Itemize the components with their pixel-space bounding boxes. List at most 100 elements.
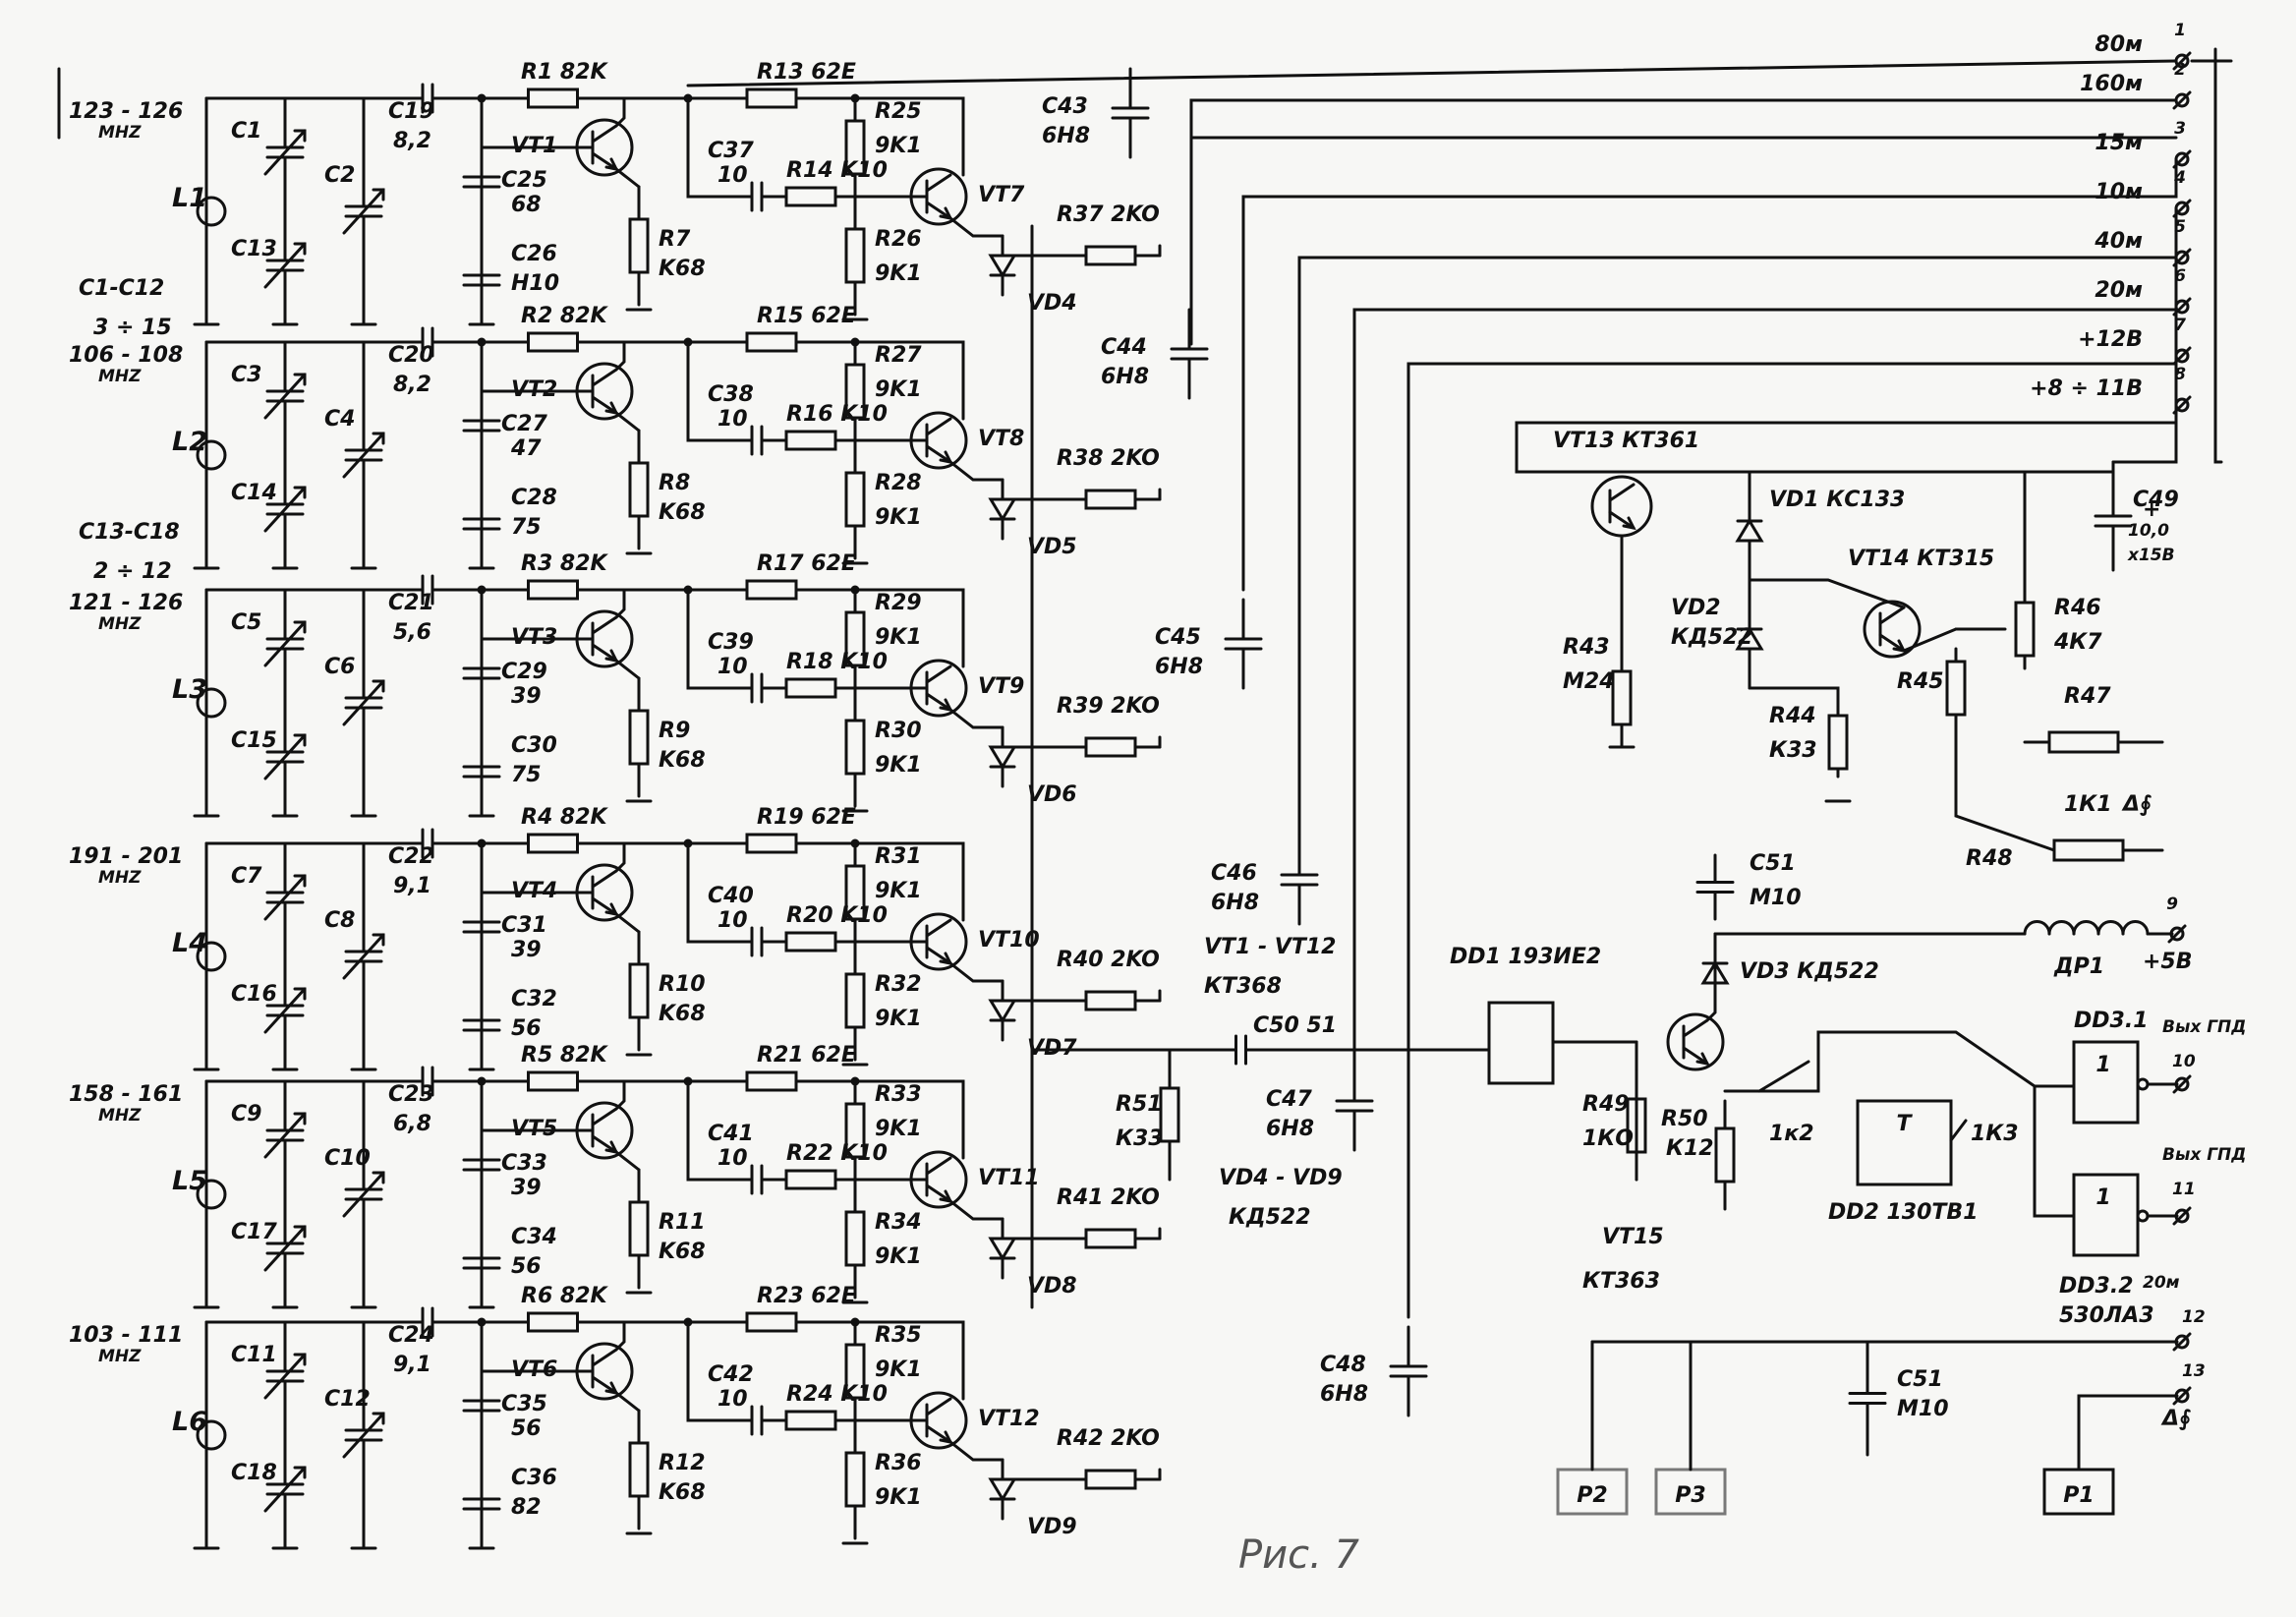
transistor-collector (925, 1156, 952, 1176)
diode-label: VD8 (1027, 1274, 1077, 1299)
resistor-label: R3 82K (521, 551, 609, 576)
resistor-label: R8 (659, 471, 690, 495)
divider-upper-resistor (844, 1343, 866, 1400)
capacitor-value: 10 (718, 407, 748, 432)
trimmer-arrow (342, 933, 385, 980)
terminal-label: 15м (2095, 131, 2143, 155)
terminal-number: 5 (2174, 217, 2186, 237)
transistor-collector (925, 1397, 952, 1416)
resistor-value: 1К1 (2064, 792, 2112, 817)
transistor-label: VT12 (978, 1407, 1040, 1431)
terminal-slash (2172, 1386, 2192, 1406)
series-resistor (745, 1070, 798, 1092)
resistor-label: R39 2KO (1057, 694, 1160, 719)
capacitor-label: C42 (708, 1362, 754, 1387)
terminal-12 (2174, 1334, 2190, 1350)
resistor-value: K68 (659, 748, 706, 773)
stage-frequency-unit: MHZ (98, 1347, 142, 1366)
band-20m-wire (1406, 305, 2178, 1319)
capacitor-label: C35 (501, 1392, 547, 1416)
trimmer-arrow (342, 1412, 385, 1459)
capacitor-value: 6H8 (1266, 1117, 1314, 1141)
wire (948, 460, 1004, 482)
vt15-transistor (1666, 1012, 1725, 1071)
band-10m-wire (1297, 206, 2178, 847)
r46 (2014, 601, 2036, 658)
wire (614, 1079, 626, 1111)
steering-diode (988, 497, 1017, 522)
terminal-label: Вых ГПД (2162, 1145, 2246, 1165)
transistor-emitter (925, 444, 952, 464)
transistor-emitter (925, 692, 952, 712)
terminal-label: 20м (2143, 1273, 2180, 1293)
trimmer-arrow-head (293, 620, 307, 634)
capacitor-label: C16 (231, 982, 277, 1007)
stage-frequency: 158 - 161 (69, 1082, 183, 1107)
transistor-emitter (1682, 1046, 1709, 1066)
diode-label: VD6 (1027, 782, 1077, 807)
transistor-emitter (925, 946, 952, 965)
capacitor-label: C39 (708, 630, 754, 655)
wire (853, 1320, 965, 1401)
resistor-label: R41 2KO (1057, 1185, 1160, 1210)
terminal-number: 1 (2174, 21, 2186, 40)
vt14-transistor (1863, 600, 1922, 659)
relay-label: P1 (2063, 1483, 2094, 1508)
gate-mark: 1 (2095, 1053, 2110, 1077)
capacitor-range-label: C1-C12 (79, 276, 164, 301)
capacitor-label: C31 (501, 913, 547, 938)
terminal-slash (2172, 1332, 2192, 1352)
terminal-number: 2 (2174, 60, 2186, 80)
transistor-collector (1608, 483, 1636, 502)
resistor-value: 9K1 (875, 1357, 922, 1382)
wire (948, 216, 1004, 238)
diode-type-note: VD4 - VD9 (1219, 1166, 1343, 1190)
capacitor-label: C36 (511, 1466, 557, 1490)
trimmer-arrow (263, 1353, 307, 1400)
divider-upper-resistor (844, 1102, 866, 1159)
stage-frequency-unit: MHZ (98, 123, 142, 143)
wire (686, 1320, 749, 1422)
coil-symbol (196, 687, 227, 719)
terminal-slash (2172, 1074, 2192, 1094)
terminal-label: 160м (2080, 72, 2143, 96)
divider-lower-resistor (844, 227, 866, 284)
transistor-emitter (925, 201, 952, 220)
emitter-arrow (1622, 516, 1636, 531)
capacitor-value: 39 (511, 938, 542, 962)
divider-upper-resistor (844, 864, 866, 921)
resistor-label: R46 (2054, 596, 2101, 620)
wire (1748, 686, 1840, 710)
dd1-prescaler (1487, 1001, 1555, 1085)
capacitor-label: C9 (231, 1102, 261, 1126)
resistor-value: 9K1 (875, 1117, 922, 1141)
divider-upper-resistor (844, 363, 866, 420)
resistor-label: 1к2 (1769, 1122, 1814, 1146)
capacitor-label: C15 (231, 728, 277, 753)
steering-diode (988, 254, 1017, 278)
r44 (1827, 714, 1849, 771)
trimmer-arrow-head (293, 129, 307, 143)
trimmer-arrow-head (372, 188, 385, 202)
emitter-resistor (628, 1200, 650, 1257)
transistor-emitter (591, 643, 618, 663)
capacitor-label: C17 (231, 1220, 277, 1244)
terminal-label: +8 ÷ 11В (2030, 376, 2143, 401)
bias-resistor (527, 833, 579, 854)
trimmer-arrow (263, 373, 307, 420)
wire (1902, 627, 1958, 653)
capacitor-label: C23 (388, 1082, 434, 1107)
resistor-label: R13 62E (757, 60, 856, 85)
resistor-label: R18 K10 (786, 650, 888, 674)
steering-diode (988, 745, 1017, 770)
capacitor-label: C7 (231, 864, 262, 889)
chip-type: 530ЛА3 (2059, 1303, 2154, 1328)
capacitor-label: C28 (511, 486, 557, 510)
capacitor-value: 10 (718, 1146, 748, 1171)
wire (614, 659, 641, 680)
wire (853, 340, 965, 421)
resistor-label: R22 K10 (786, 1141, 888, 1166)
transistor-label: VT15 (1602, 1225, 1664, 1249)
bias-resistor (527, 331, 579, 353)
r47-potentiometer (2047, 730, 2120, 754)
